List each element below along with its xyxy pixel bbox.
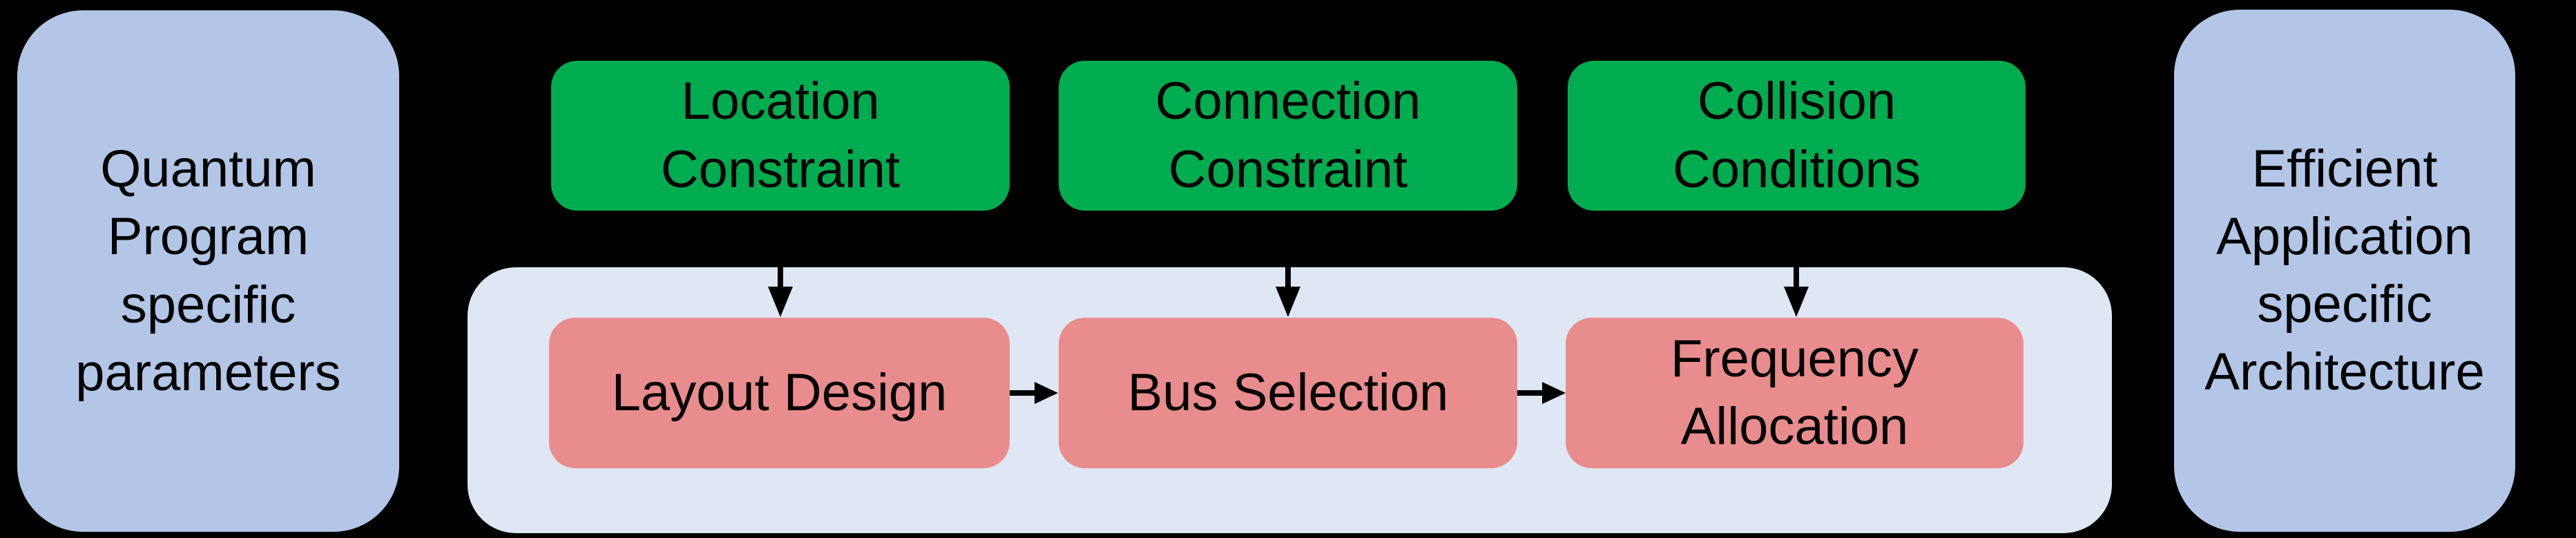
connection-constraint-box: Connection Constraint: [1059, 61, 1517, 211]
arrow-shaft: [1010, 390, 1035, 396]
efficient-architecture-box: Efficient Application specific Architect…: [2174, 10, 2515, 532]
bus-selection-label: Bus Selection: [1127, 363, 1449, 422]
arrow-head: [1542, 382, 1566, 404]
frequency-allocation-label: Frequency Allocation: [1670, 329, 1919, 456]
arrow-shaft: [1794, 211, 1799, 288]
layout-design-label: Layout Design: [611, 363, 948, 422]
arrow-shaft: [1517, 390, 1543, 396]
location-constraint-box: Location Constraint: [551, 61, 1010, 211]
layout-design-box: Layout Design: [549, 318, 1010, 468]
frequency-allocation-box: Frequency Allocation: [1566, 318, 2024, 468]
arrow-head: [1035, 382, 1058, 404]
collision-conditions-label: Collision Conditions: [1672, 72, 1921, 199]
quantum-program-parameters-box: Quantum Program specific parameters: [17, 10, 399, 532]
quantum-program-parameters-label: Quantum Program specific parameters: [75, 140, 341, 402]
collision-conditions-box: Collision Conditions: [1568, 61, 2026, 211]
arrow-head: [1276, 287, 1300, 317]
bus-selection-box: Bus Selection: [1059, 318, 1517, 468]
arrow-shaft: [1285, 211, 1291, 288]
connection-constraint-label: Connection Constraint: [1155, 72, 1421, 199]
arrow-head: [768, 287, 793, 317]
efficient-architecture-label: Efficient Application specific Architect…: [2204, 139, 2485, 402]
location-constraint-label: Location Constraint: [660, 72, 901, 199]
arrow-shaft: [778, 211, 783, 288]
arrow-head: [1784, 287, 1809, 317]
